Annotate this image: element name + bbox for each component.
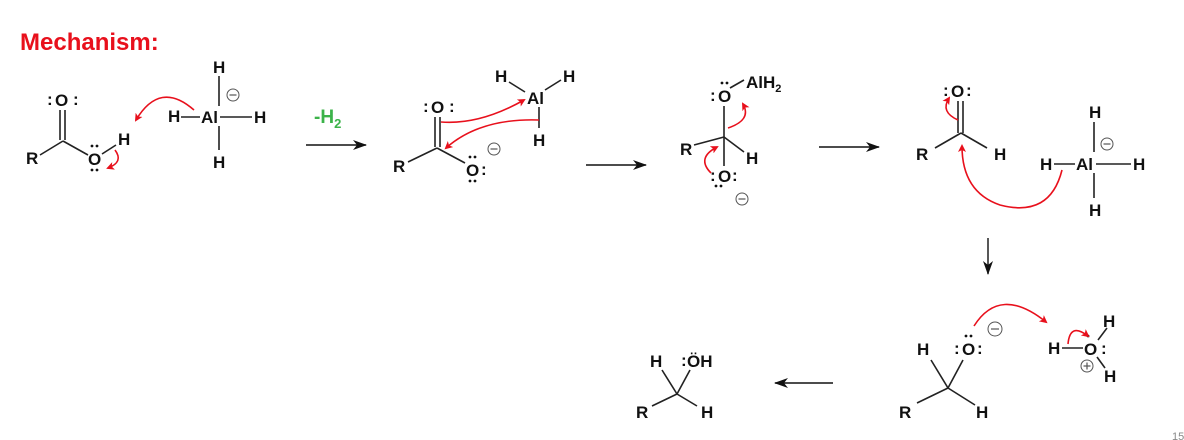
- svg-text::: :: [423, 97, 429, 116]
- svg-text:O: O: [466, 161, 479, 180]
- svg-text:AlH2: AlH2: [746, 73, 781, 95]
- svg-text:H: H: [1104, 367, 1116, 386]
- svg-text:H: H: [650, 352, 662, 371]
- svg-text:H: H: [1040, 155, 1052, 174]
- page-number: 15: [1172, 431, 1184, 440]
- svg-text:R: R: [916, 145, 928, 164]
- hydroxyl-oxygen: O: [88, 150, 101, 169]
- svg-text:H: H: [213, 153, 225, 172]
- svg-text:H: H: [1103, 312, 1115, 331]
- svg-text::: :: [47, 90, 53, 109]
- reaction-condition: -H2: [314, 107, 341, 131]
- svg-text::: :: [966, 81, 972, 100]
- svg-text:H: H: [1133, 155, 1145, 174]
- svg-text::: :: [710, 166, 716, 185]
- negative-charge-icon: [987, 321, 1003, 337]
- svg-text::: :: [732, 166, 738, 185]
- svg-text:H: H: [254, 108, 266, 127]
- svg-text:O: O: [431, 98, 444, 117]
- svg-text:R: R: [680, 140, 692, 159]
- svg-text:O: O: [718, 87, 731, 106]
- curved-arrow: [1067, 329, 1090, 345]
- svg-text:H: H: [1048, 339, 1060, 358]
- curved-arrow: [958, 144, 1063, 209]
- svg-text:H: H: [917, 340, 929, 359]
- curved-arrow: [727, 102, 750, 129]
- svg-text:O: O: [718, 167, 731, 186]
- negative-charge-icon: [226, 88, 240, 102]
- svg-text:H: H: [1089, 201, 1101, 220]
- svg-text::: :: [1101, 339, 1107, 358]
- curved-arrow: [942, 96, 959, 121]
- svg-text:H: H: [994, 145, 1006, 164]
- aluminum-atom: Al: [201, 108, 218, 127]
- curved-arrow: [134, 96, 195, 122]
- curved-arrow: [704, 146, 719, 174]
- slide-title: Mechanism:: [20, 29, 159, 56]
- svg-text:O: O: [951, 82, 964, 101]
- curved-arrow: [444, 119, 540, 150]
- curved-arrow: [106, 149, 120, 170]
- aluminum-atom: Al: [1076, 155, 1093, 174]
- svg-text:H: H: [495, 67, 507, 86]
- svg-text::: :: [681, 351, 687, 370]
- svg-text::: :: [73, 90, 79, 109]
- atom-r: R: [26, 149, 38, 168]
- carboxylic-acid: R O : : O H: [26, 90, 130, 172]
- svg-text:H: H: [563, 67, 575, 86]
- svg-text:H: H: [168, 107, 180, 126]
- svg-text:-H2: -H2: [314, 107, 341, 131]
- svg-text:ÖH: ÖH: [687, 352, 713, 371]
- svg-text:R: R: [636, 403, 648, 422]
- svg-text:H: H: [701, 403, 713, 422]
- svg-text:R: R: [393, 157, 405, 176]
- svg-text:R: R: [899, 403, 911, 422]
- acidic-hydrogen: H: [118, 130, 130, 149]
- svg-text::: :: [449, 97, 455, 116]
- svg-text:H: H: [976, 403, 988, 422]
- tetrahedral-intermediate: O : AlH2 R H O : :: [680, 73, 781, 206]
- svg-text::: :: [954, 339, 960, 358]
- carbonyl-oxygen: O: [55, 91, 68, 110]
- svg-text::: :: [710, 86, 716, 105]
- svg-text:H: H: [533, 131, 545, 150]
- alkoxide: H O : : R H: [899, 303, 1048, 422]
- curved-arrow: [973, 303, 1048, 327]
- svg-text:O: O: [962, 340, 975, 359]
- aldehyde: O : : R H: [916, 81, 1006, 164]
- curved-arrow: [440, 99, 526, 124]
- svg-text:O: O: [1084, 340, 1097, 359]
- negative-charge-icon: [735, 192, 749, 206]
- aluminum-hydride: H Al H H H: [134, 58, 266, 172]
- aluminum-hydride-2: H Al H H H: [958, 103, 1145, 220]
- svg-text::: :: [943, 81, 949, 100]
- svg-text::: :: [481, 160, 487, 179]
- negative-charge-icon: [487, 142, 501, 156]
- positive-charge-icon: [1080, 359, 1094, 373]
- svg-text::: :: [977, 339, 983, 358]
- carboxylate-alh3-complex: R O : : O : H Al H H: [393, 67, 575, 183]
- svg-text:H: H: [213, 58, 225, 77]
- svg-text:H: H: [1089, 103, 1101, 122]
- svg-text:H: H: [746, 149, 758, 168]
- negative-charge-icon: [1100, 137, 1114, 151]
- hydronium: H O : H H: [1048, 312, 1116, 386]
- aluminum-atom: Al: [527, 89, 544, 108]
- primary-alcohol: H : ÖH R H: [636, 351, 713, 422]
